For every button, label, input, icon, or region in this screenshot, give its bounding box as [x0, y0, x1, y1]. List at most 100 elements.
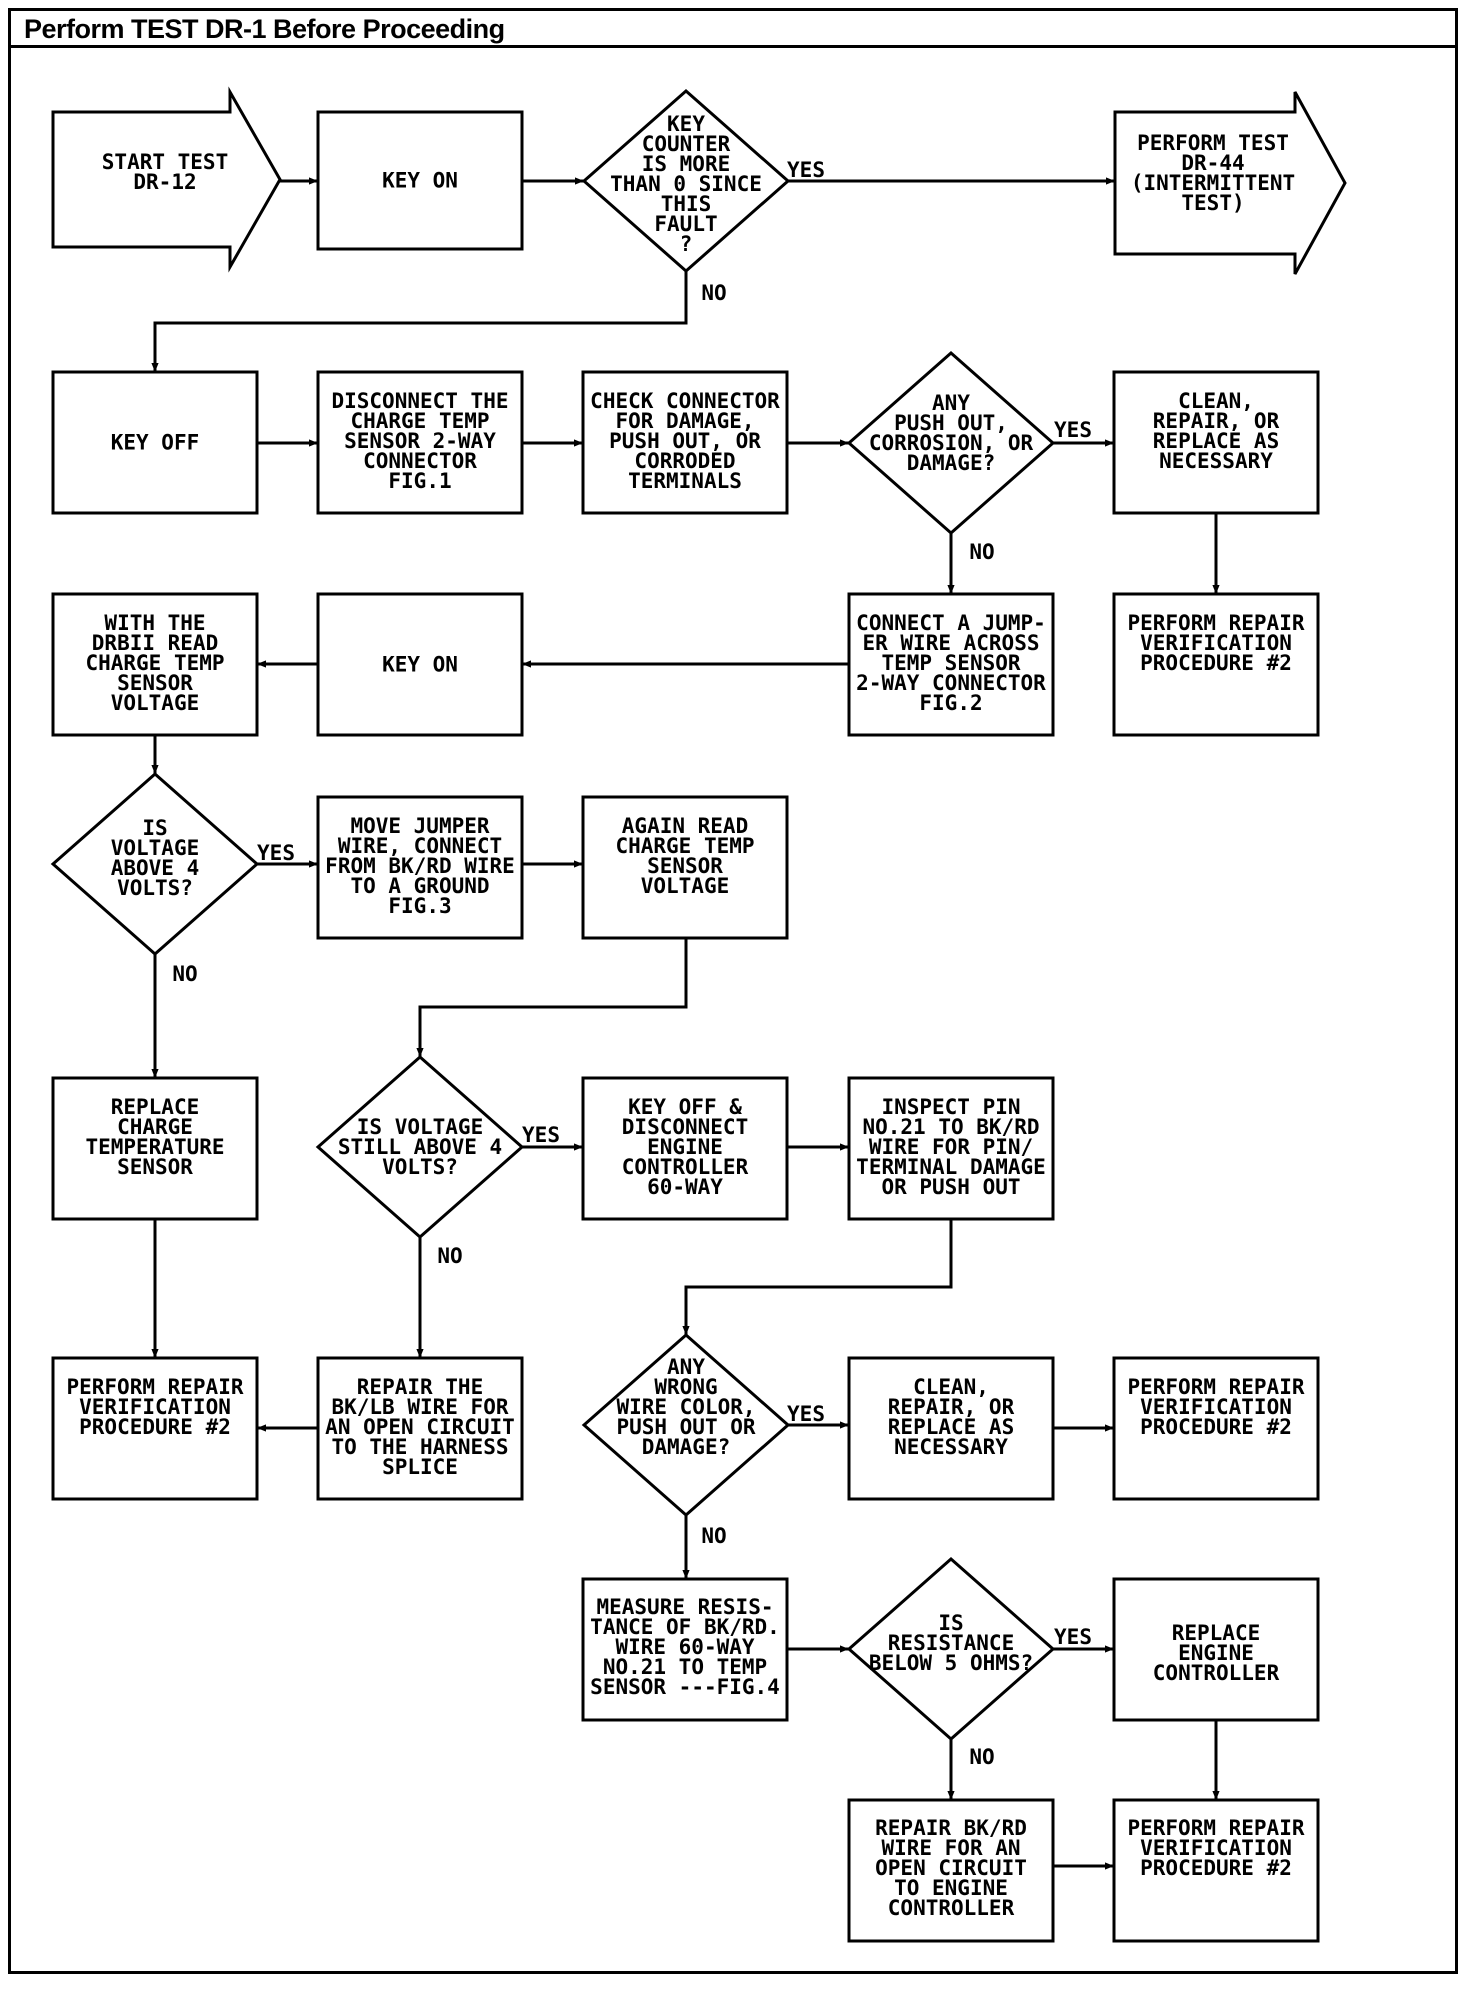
node-text-line: REPAIR, OR: [888, 1395, 1015, 1419]
node-text-line: DRBII READ: [92, 631, 218, 655]
node-text-line: REPAIR THE: [357, 1375, 483, 1399]
node-text-line: SENSOR 2-WAY: [344, 429, 496, 453]
node-text-line: WIRE COLOR,: [616, 1395, 755, 1419]
node-text-line: CHARGE: [117, 1115, 193, 1139]
node-text-line: INSPECT PIN: [881, 1095, 1020, 1119]
title-bar: Perform TEST DR-1 Before Proceeding: [8, 8, 1458, 48]
node-measure-resistance: MEASURE RESIS-TANCE OF BK/RD.WIRE 60-WAY…: [581, 1577, 789, 1722]
decision-diamond: [581, 88, 791, 274]
node-text-line: TO A GROUND: [350, 874, 489, 898]
node-text-line: VOLTS?: [382, 1155, 458, 1179]
node-text-line: WIRE FOR PIN/: [869, 1135, 1033, 1159]
node-text-line: PUSH OUT OR: [616, 1415, 755, 1439]
process-box: [1112, 592, 1320, 737]
node-text-line: PROCEDURE #2: [79, 1415, 231, 1439]
process-box: [581, 1577, 789, 1722]
edge-label: NO: [701, 281, 726, 305]
edge-inspect-pin-to-any-wrong-wire: [682, 1219, 953, 1335]
edge-again-read-to-still-above-4: [416, 938, 688, 1057]
process-box: [581, 795, 789, 940]
node-text-line: REPLACE AS: [888, 1415, 1014, 1439]
diagram-frame: [8, 8, 1458, 1974]
node-text-line: DAMAGE?: [642, 1435, 731, 1459]
node-text-line: CLEAN,: [1178, 389, 1254, 413]
node-text-line: CORROSION, OR: [869, 431, 1034, 455]
node-text-line: FOR DAMAGE,: [615, 409, 754, 433]
edge-label: YES: [1054, 418, 1092, 442]
node-text-line: ER WIRE ACROSS: [862, 631, 1039, 655]
node-text-line: PUSH OUT,: [894, 411, 1008, 435]
node-text-line: NECESSARY: [894, 1435, 1008, 1459]
node-text-line: ANY: [667, 1355, 705, 1379]
node-text-line: WIRE, CONNECT: [338, 834, 502, 858]
process-box: [847, 1798, 1055, 1943]
node-text-line: SPLICE: [382, 1455, 458, 1479]
node-text-line: OPEN CIRCUIT: [875, 1856, 1027, 1880]
edge-label: YES: [787, 1402, 825, 1426]
process-box: [1112, 370, 1320, 515]
node-text-line: FROM BK/RD WIRE: [325, 854, 515, 878]
edge-label: YES: [257, 841, 295, 865]
node-text-line: IS: [938, 1611, 963, 1635]
decision-diamond: [846, 350, 1056, 536]
node-key-on-2: KEY ON: [316, 592, 524, 737]
node-text-line: SENSOR: [117, 671, 193, 695]
node-text-line: NO.21 TO BK/RD: [862, 1115, 1039, 1139]
node-text-line: SENSOR: [647, 854, 723, 878]
node-text-line: VOLTAGE: [111, 836, 200, 860]
node-text-line: WIRE FOR AN: [881, 1836, 1020, 1860]
node-text-line: BELOW 5 OHMS?: [869, 1651, 1033, 1675]
node-text-line: NO.21 TO TEMP: [603, 1655, 767, 1679]
node-text-line: REPAIR, OR: [1153, 409, 1280, 433]
node-text-line: MOVE JUMPER: [350, 814, 489, 838]
node-text-line: PERFORM REPAIR: [1127, 611, 1304, 635]
node-text-line: CONNECTOR: [363, 449, 477, 473]
node-text-line: START TEST: [102, 150, 228, 174]
node-text-line: SENSOR: [117, 1155, 193, 1179]
process-box: [316, 110, 524, 251]
node-text-line: NECESSARY: [1159, 449, 1273, 473]
edges-layer: [151, 177, 1220, 1870]
node-text-line: FIG.2: [919, 691, 982, 715]
process-box: [1112, 1577, 1320, 1722]
node-text-line: TO THE HARNESS: [331, 1435, 508, 1459]
node-text-line: COUNTER: [642, 132, 731, 156]
process-box: [847, 592, 1055, 737]
node-text-line: RESISTANCE: [888, 1631, 1014, 1655]
node-text-line: REPLACE AS: [1153, 429, 1279, 453]
edge-label: NO: [701, 1524, 726, 1548]
node-text-line: IS: [142, 816, 167, 840]
node-key-off: KEY OFF: [51, 370, 259, 515]
node-text-line: THAN 0 SINCE: [610, 172, 762, 196]
node-text-line: ENGINE: [647, 1135, 723, 1159]
decision-diamond: [846, 1556, 1056, 1742]
node-text-line: TEST): [1181, 191, 1244, 215]
node-text-line: PERFORM REPAIR: [1127, 1816, 1304, 1840]
node-text-line: VOLTAGE: [111, 691, 200, 715]
node-text-line: (INTERMITTENT: [1131, 171, 1295, 195]
edge-label: NO: [437, 1244, 462, 1268]
node-text-line: ANY: [932, 391, 970, 415]
node-text-line: KEY OFF &: [628, 1095, 742, 1119]
node-text-line: VERIFICATION: [79, 1395, 231, 1419]
edge-key-counter-to-key-off: [151, 271, 688, 372]
node-key-on-1: KEY ON: [316, 110, 524, 251]
process-box: [316, 592, 524, 737]
process-box: [316, 1356, 524, 1501]
node-text-line: DR-44: [1181, 151, 1244, 175]
node-text-line: PROCEDURE #2: [1140, 1415, 1292, 1439]
process-box: [581, 370, 789, 515]
